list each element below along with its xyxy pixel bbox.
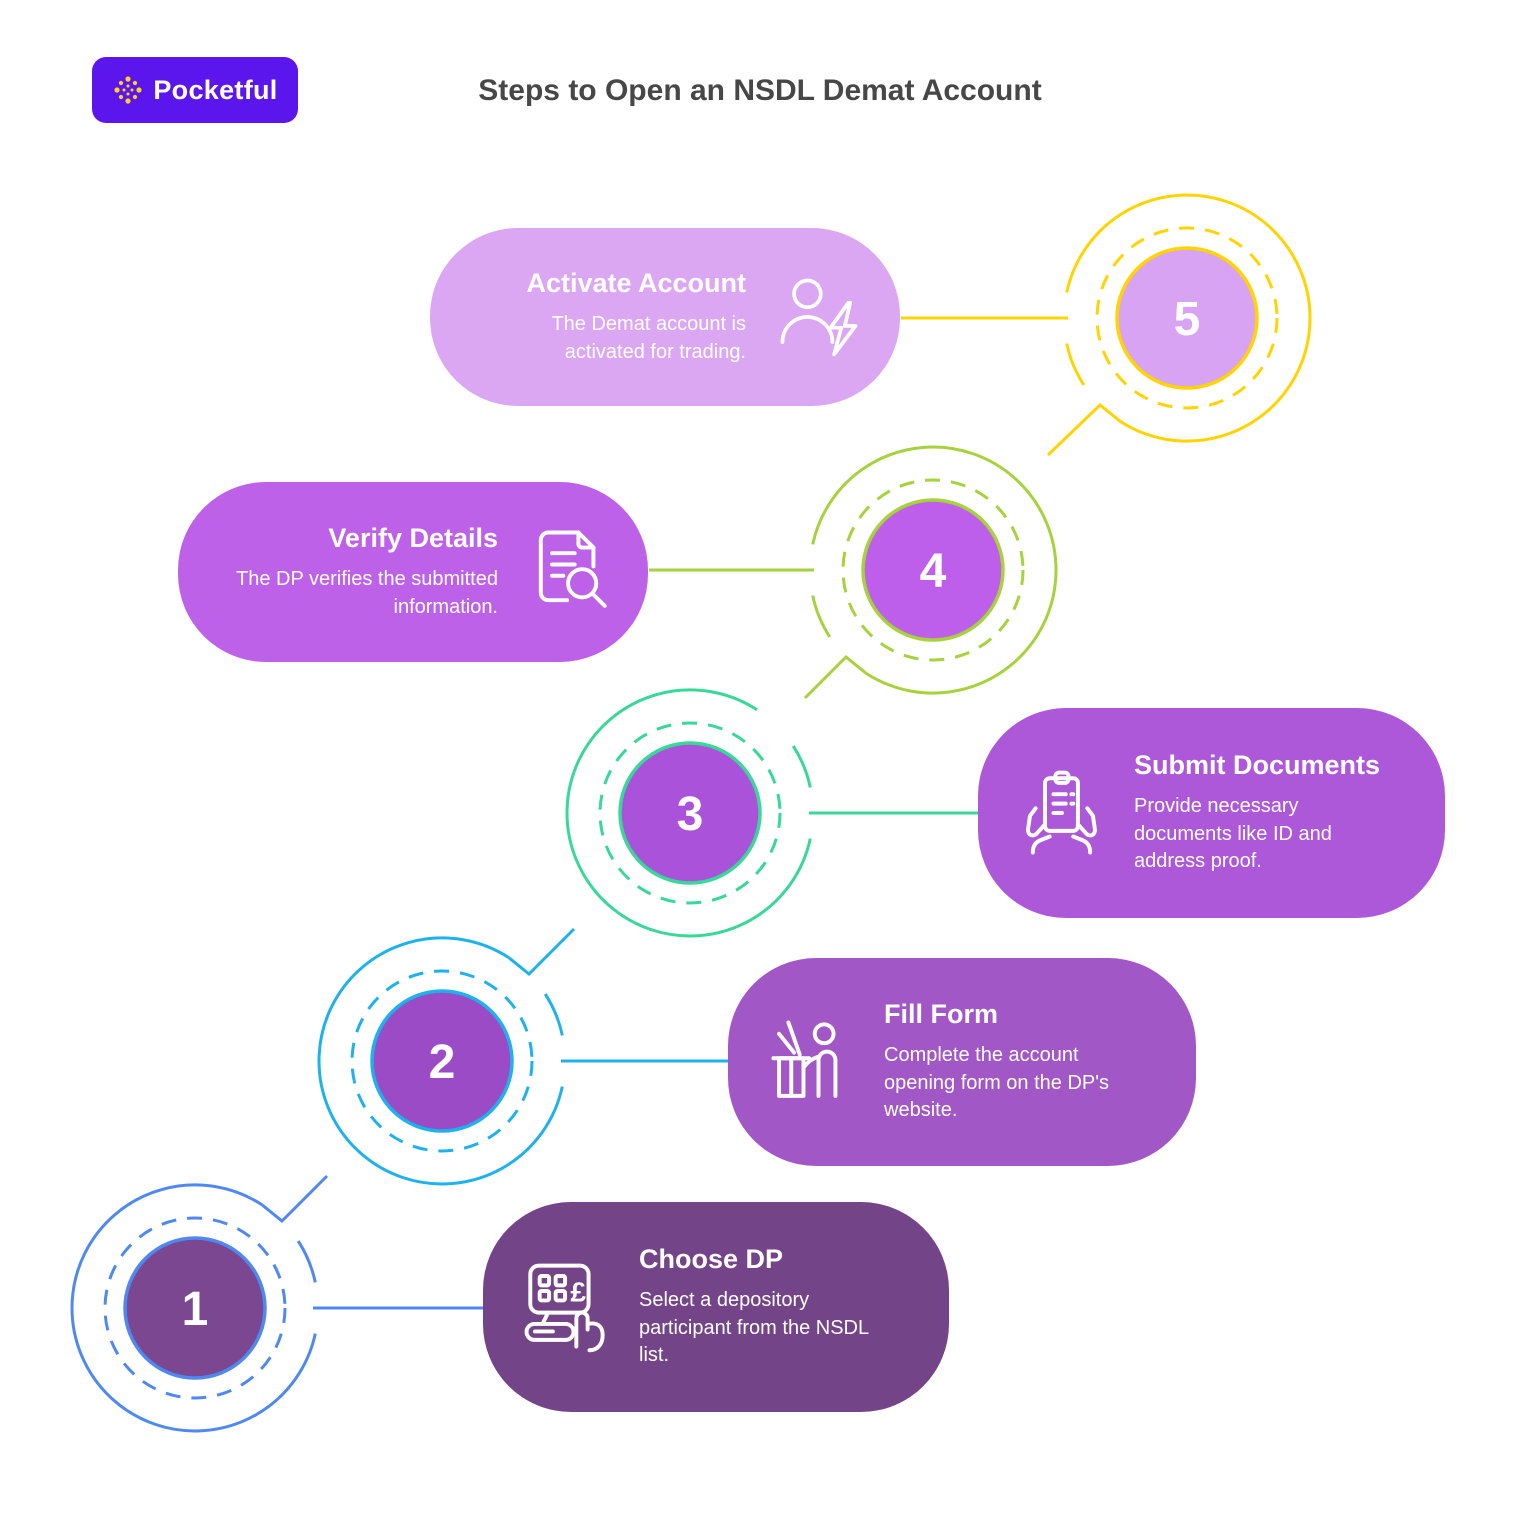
step-1-circle [123,1236,267,1380]
step-4-number: 4 [920,545,947,598]
step-5-number: 5 [1174,293,1201,346]
step-1-card-body: Choose DP Select a depository participan… [639,1244,879,1370]
step-1-tail-line [261,1174,329,1224]
step-5-card-body: Activate Account The Demat account is ac… [511,268,746,366]
step-3-circle [618,741,762,885]
step-2-circle-group: 2 [317,927,729,1186]
step-4-card: Verify Details The DP verifies the submi… [178,482,648,662]
step-4-card-body: Verify Details The DP verifies the submi… [213,523,498,621]
activate-user-icon [770,271,868,363]
step-1-card: £ Choose DP Select a depository particip… [483,1202,949,1412]
step-3-outer-ring [565,688,812,938]
step-5-outer-ring [1065,193,1312,443]
step-2-outer-ring [317,936,564,1186]
starburst-icon [114,76,142,104]
step-1-title: Choose DP [639,1244,784,1275]
step-2-description: Complete the account opening form on the… [884,1044,1110,1122]
step-1-circle-group: 1 [70,1174,484,1433]
step-5-circle [1115,246,1259,390]
verify-doc-icon [522,525,616,619]
dp-kiosk-icon: £ [519,1260,613,1354]
step-3-card: Submit Documents Provide necessary docum… [978,708,1445,918]
page-title: Steps to Open an NSDL Demat Account [478,74,1042,107]
step-4-description: The DP verifies the submitted informatio… [236,567,498,618]
step-4-tail-line [803,654,867,700]
form-desk-icon [764,1015,858,1109]
step-5-tail-line [1046,403,1121,457]
step-3-circle-group: 3 [565,688,979,938]
step-4-circle-group: 4 [649,445,1058,700]
step-4-circle [861,498,1005,642]
step-2-circle [370,989,514,1133]
step-4-outer-ring [811,445,1058,695]
step-5-description: The Demat account is activated for tradi… [551,312,746,363]
step-5-circle-group: 5 [901,193,1312,457]
step-3-dashed-ring [598,721,782,905]
step-3-number: 3 [677,788,704,841]
step-2-tail-line [508,927,576,977]
step-1-dashed-ring [103,1216,287,1400]
step-2-title: Fill Form [884,999,998,1030]
step-1-outer-ring [70,1183,317,1433]
svg-text:£: £ [570,1275,586,1307]
step-2-dashed-ring [350,969,534,1153]
step-4-dashed-ring [841,478,1025,662]
step-3-title: Submit Documents [1134,750,1381,781]
step-5-dashed-ring [1095,226,1279,410]
step-1-description: Select a depository participant from the… [639,1289,869,1367]
step-5-title: Activate Account [526,267,746,298]
step-2-number: 2 [429,1036,456,1089]
step-1-number: 1 [182,1283,209,1336]
documents-hands-icon [1014,766,1108,860]
step-2-card: Fill Form Complete the account opening f… [728,958,1196,1166]
step-3-card-body: Submit Documents Provide necessary docum… [1134,750,1380,876]
step-4-title: Verify Details [328,522,498,553]
pocketful-logo: Pocketful [92,57,298,123]
step-3-description: Provide necessary documents like ID and … [1134,795,1332,873]
step-5-card: Activate Account The Demat account is ac… [430,228,900,406]
pocketful-logo-text: Pocketful [153,74,278,105]
step-2-card-body: Fill Form Complete the account opening f… [884,999,1134,1125]
